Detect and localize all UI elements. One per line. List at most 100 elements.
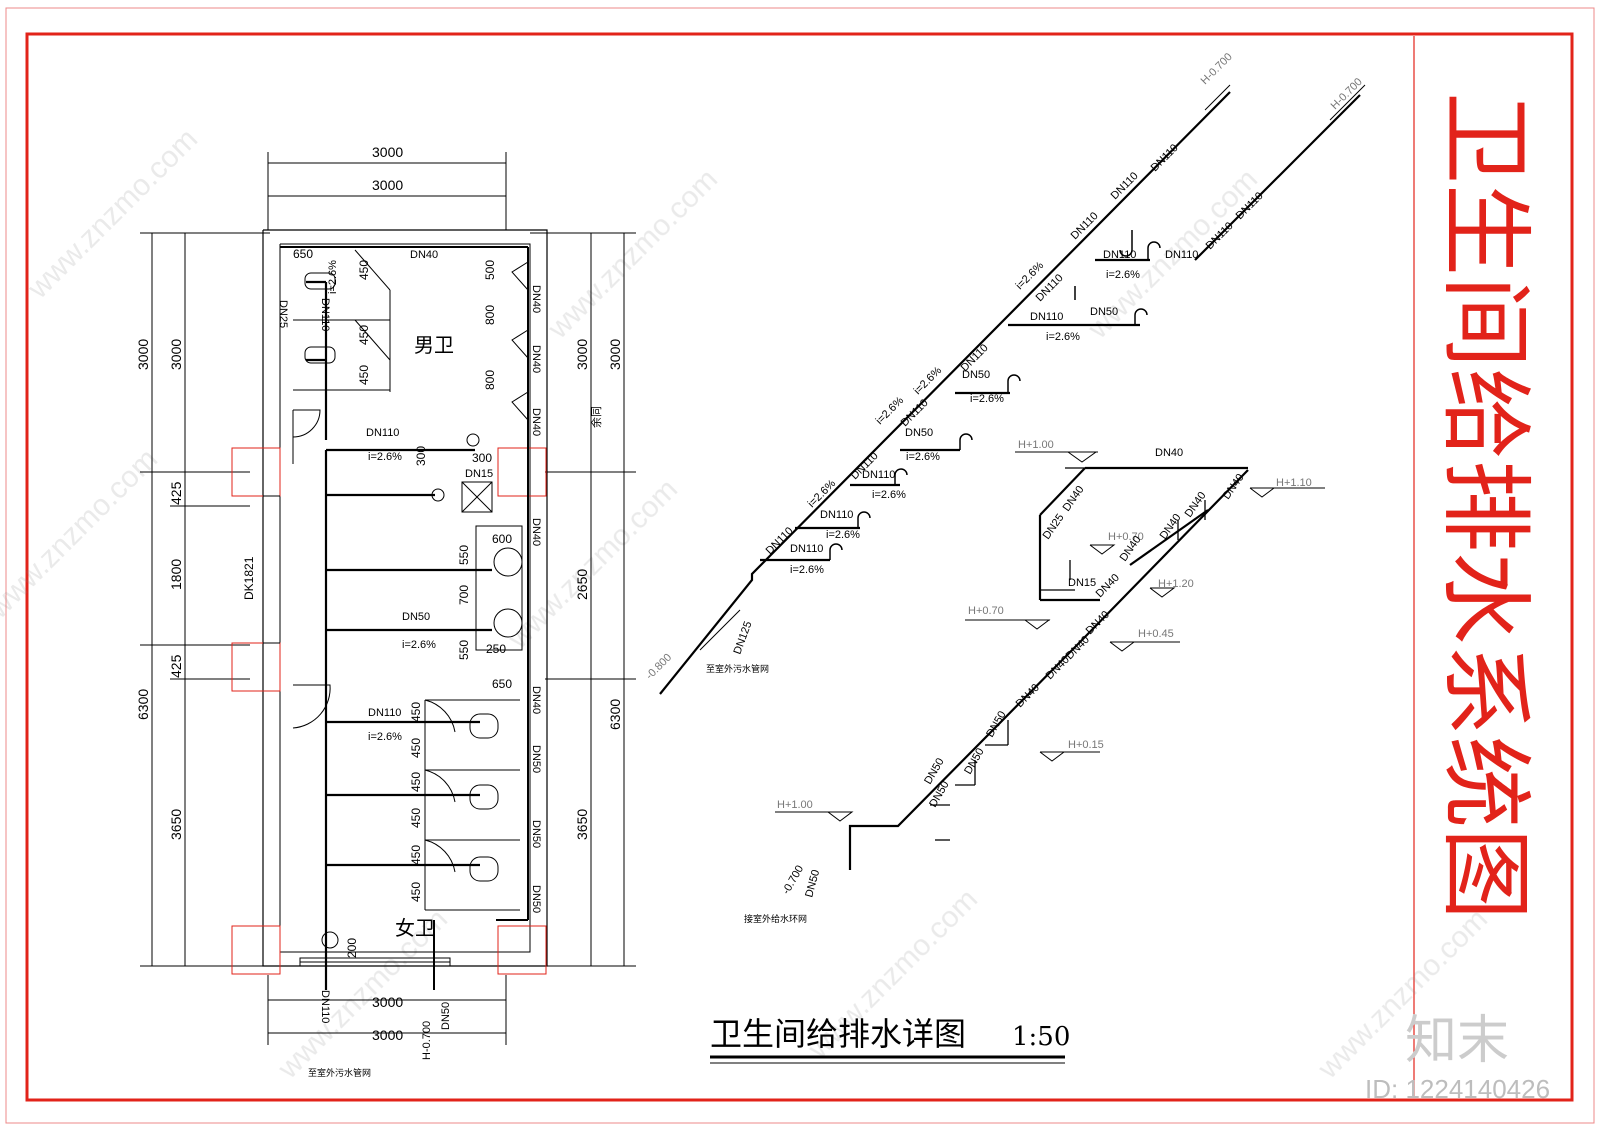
drain-slope: i=2.6% [1046,331,1080,343]
small-dim: 450 [409,702,423,722]
elev-out: H-0.700 [421,1021,433,1060]
svg-text:卫生间给排水系统图: 卫生间给排水系统图 [1434,92,1536,920]
outer-border [5,7,1595,1124]
dim-bottom-1: 3000 [372,994,403,1010]
pipe-dn110-main: DN110 [366,427,399,439]
supply-pipe: DN40 [1044,654,1072,682]
pipe-dn40-r3: DN40 [530,408,542,436]
dim-left-outer-2: 6300 [135,689,151,720]
drain-pipe: DN110 [1103,249,1136,261]
plan-outlet-note: 至室外污水管网 [308,1067,371,1078]
dim-right-inner-1: 2650 [574,569,590,600]
right-note: 余同 [589,406,603,428]
pipe-dn40-r4: DN40 [530,518,542,546]
dim-right-inner-0: 3000 [574,339,590,370]
small-dim: 800 [483,305,497,325]
dim-top-1: 3000 [372,144,403,160]
dim-left-inner-0: 3000 [168,339,184,370]
supply-elev: H+1.00 [1018,439,1054,451]
supply-pipe: DN15 [1068,577,1096,589]
pipe-dn15: DN15 [465,468,493,480]
drain-slope: i=2.6% [806,477,839,510]
pipe-dn40-r2: DN40 [530,345,542,373]
small-dim: 450 [357,260,371,280]
small-dim: 450 [409,845,423,865]
svg-text:www.znzmo.com: www.znzmo.com [541,162,724,345]
drain-slope: i=2.6% [906,451,940,463]
pipe-dn40-top: DN40 [410,249,438,261]
small-dim: 450 [409,738,423,758]
pipe-dn110-out: DN110 [319,990,331,1023]
drainage-labels: DN110 DN110 DN110 DN110 DN110 DN110 DN11… [644,51,1365,682]
drain-pipe: DN125 [732,620,755,656]
small-dim: 450 [409,882,423,902]
small-dim: 450 [409,772,423,792]
side-label-dk: DK1821 [242,556,256,600]
small-dim: 650 [492,677,512,691]
supply-elev: H+1.20 [1158,578,1194,590]
drain-pipe: DN50 [905,427,933,439]
supply-pipe: DN50 [984,709,1008,739]
small-dim: 550 [457,640,471,660]
pipe-dn25: DN25 [277,300,289,328]
dim-right-inner-2: 3650 [574,809,590,840]
svg-text:www.znzmo.com: www.znzmo.com [0,442,164,625]
small-dim: 450 [409,808,423,828]
main-caption: 卫生间给排水详图 [710,1015,966,1053]
supply-pipe: DN50 [803,869,822,899]
dim-top-2: 3000 [372,177,403,193]
slope-a: i=2.6% [327,260,339,294]
slope-dn50: i=2.6% [402,639,436,651]
pipe-dn50-r3: DN50 [530,885,542,913]
supply-elev: H+0.45 [1138,628,1174,640]
drain-pipe: DN110 [820,509,853,521]
supply-elev: H+0.70 [968,605,1004,617]
drain-elev-top-1: H-0.700 [1199,51,1235,87]
drain-slope: i=2.6% [912,364,945,397]
supply-inlet-note: 接室外给水环网 [744,913,807,924]
small-dim: 800 [483,370,497,390]
side-title: 卫生间给排水系统图 [1434,92,1536,920]
small-dim: 500 [483,260,497,280]
plan-view [140,152,636,1045]
supply-top-label: DN40 [1155,447,1183,459]
small-dim: 250 [486,642,506,656]
plan-labels: 3000 3000 3000 3000 3000 1800 6300 3000 … [135,144,623,1078]
drain-slope: i=2.6% [790,564,824,576]
scale-label: 1:50 [1012,1022,1070,1052]
drain-pipe: DN50 [1090,306,1118,318]
supply-elev: H+0.70 [1108,531,1144,543]
dim-left-inner-3: 3650 [168,809,184,840]
women-room-label: 女卫 [395,917,435,940]
supply-system [775,451,1325,870]
pipe-dn40-r5: DN40 [530,686,542,714]
supply-elev: -0.700 [780,863,806,896]
watermark-text: www.znzmo.com www.znzmo.com www.znzmo.co… [0,122,1494,1085]
drain-elev-bottom: -0.800 [644,652,675,683]
dim-left-inner-1: 425 [168,481,184,505]
dim-bottom-2: 3000 [372,1027,403,1043]
small-dim: 300 [472,451,492,465]
drain-slope: i=2.6% [872,489,906,501]
men-room-label: 男卫 [414,335,454,357]
dim-left-inner-2: 425 [168,654,184,678]
drain-pipe: DN50 [962,369,990,381]
drain-pipe: DN110 [862,469,895,481]
caption: 卫生间给排水详图 1:50 [710,1015,1070,1064]
supply-elev: H+1.10 [1276,477,1312,489]
small-dim: 300 [414,446,428,466]
slope-main: i=2.6% [368,451,402,463]
pipe-dn50-r2: DN50 [530,820,542,848]
supply-pipe: DN40 [1014,682,1042,710]
dim-right-outer-1: 6300 [607,699,623,730]
drain-pipe: DN110 [1030,311,1063,323]
drain-slope: i=2.6% [826,529,860,541]
supply-pipe: DN40 [1221,472,1247,502]
pipe-dn50: DN50 [402,611,430,623]
small-dim: 650 [293,247,313,261]
supply-elev: H+1.00 [777,799,813,811]
drain-pipe: DN110 [1165,249,1198,261]
supply-elev: H+0.15 [1068,739,1104,751]
drain-pipe: DN110 [790,543,823,555]
